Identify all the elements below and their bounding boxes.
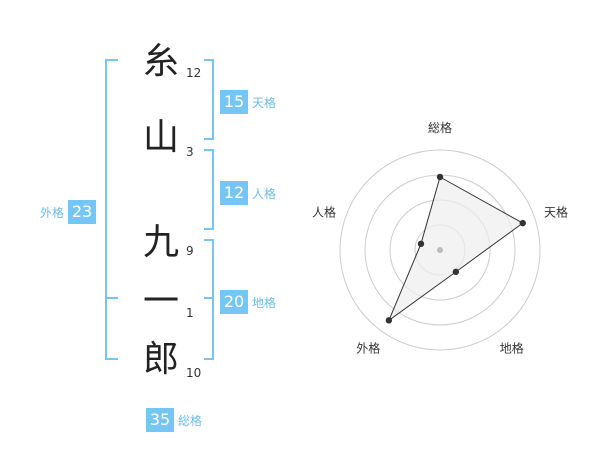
stroke-count-1: 12 xyxy=(186,66,202,80)
jinkaku-value: 12 xyxy=(220,181,248,205)
jinkaku-badge: 12 人格 xyxy=(220,181,276,205)
gaikaku-label: 外格 xyxy=(40,205,65,220)
radar-axis-label-5: 人格 xyxy=(312,204,336,219)
radar-center-dot xyxy=(437,247,443,253)
chikaku-value: 20 xyxy=(220,290,248,314)
jinkaku-bracket xyxy=(204,149,214,230)
radar-point-5 xyxy=(417,240,425,248)
gaikaku-badge: 外格 23 xyxy=(40,200,97,224)
name-char-5: 郎 xyxy=(142,339,179,380)
name-char-2: 山 xyxy=(142,117,179,158)
stroke-count-4: 1 xyxy=(186,306,194,320)
tenkaku-bracket xyxy=(204,59,214,140)
tenkaku-value: 15 xyxy=(220,90,248,114)
chikaku-bracket xyxy=(204,239,214,360)
tenkaku-badge: 15 天格 xyxy=(220,90,276,114)
radar-point-3 xyxy=(452,268,460,276)
name-char-4: 一 xyxy=(142,281,179,322)
soukaku-label: 総格 xyxy=(178,413,203,428)
name-char-3: 九 xyxy=(142,222,179,263)
chikaku-badge: 20 地格 xyxy=(220,290,276,314)
name-char-1: 糸 xyxy=(142,41,179,82)
radar-point-2 xyxy=(519,219,526,227)
gaikaku-value: 23 xyxy=(68,200,97,224)
jinkaku-label: 人格 xyxy=(252,186,277,201)
stroke-count-3: 9 xyxy=(186,244,194,258)
radar-axis-label-2: 天格 xyxy=(544,204,568,219)
radar-axis-label-1: 総格 xyxy=(428,120,452,135)
soukaku-badge: 35 総格 xyxy=(146,408,202,432)
radar-point-1 xyxy=(436,173,444,181)
chikaku-label: 地格 xyxy=(252,295,277,310)
radar-grid-ring-4 xyxy=(339,149,541,351)
stroke-count-5: 10 xyxy=(186,366,202,380)
radar-axis-label-3: 地格 xyxy=(500,341,524,356)
radar-axis-label-4: 外格 xyxy=(356,341,380,356)
tenkaku-label: 天格 xyxy=(252,95,277,110)
radar-point-4 xyxy=(385,317,393,324)
gaikaku-bracket xyxy=(105,59,118,360)
stroke-count-2: 3 xyxy=(186,145,194,159)
soukaku-value: 35 xyxy=(146,408,174,432)
radar-area xyxy=(387,176,524,322)
